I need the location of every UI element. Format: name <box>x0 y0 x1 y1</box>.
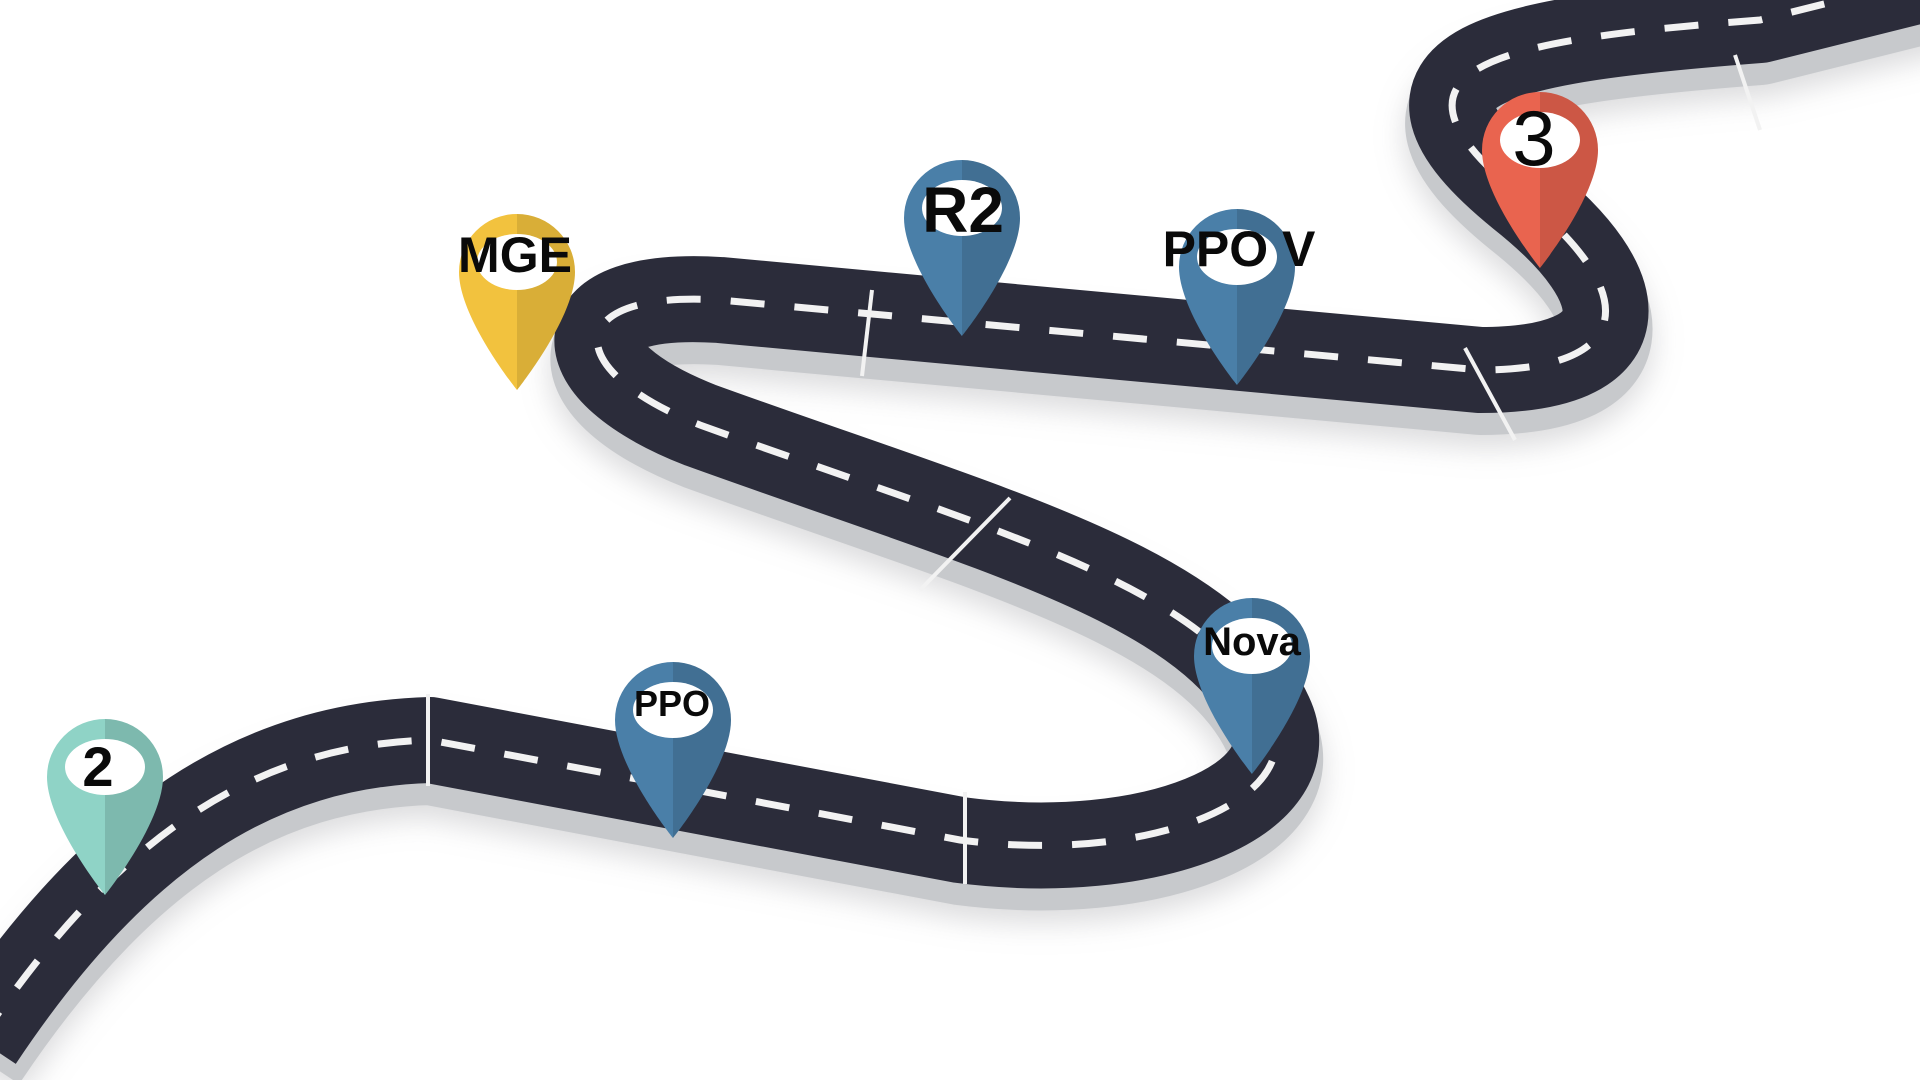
milestone-pin-ppo-v: PPO V <box>1163 205 1315 385</box>
road-segment-dividers <box>426 54 1762 884</box>
segment-divider <box>918 496 1012 592</box>
location-pin-icon <box>1194 597 1310 774</box>
location-pin-icon <box>459 213 575 390</box>
segment-divider <box>860 289 874 377</box>
milestone-label-ppo: PPO <box>633 683 711 724</box>
location-pin-icon <box>904 159 1020 336</box>
milestone-pin-nova: Nova <box>1190 594 1314 774</box>
milestone-label-mge: MGE <box>458 227 572 283</box>
milestone-pin-2: 2 <box>43 715 167 895</box>
location-pin-icon <box>46 718 163 895</box>
milestone-label-ppo-v: PPO V <box>1162 221 1316 277</box>
location-pin-icon <box>615 661 731 838</box>
milestone-label-2: 2 <box>82 735 114 798</box>
location-pin-icon <box>1179 208 1295 385</box>
location-pin-icon <box>1482 91 1598 268</box>
milestone-pin-3: 3 <box>1478 88 1602 268</box>
milestone-label-3: 3 <box>1512 94 1556 182</box>
milestone-pin-ppo: PPO <box>611 658 735 838</box>
milestone-pin-mge: MGE <box>455 210 579 390</box>
milestone-label-nova: Nova <box>1203 620 1301 664</box>
segment-divider <box>1463 347 1517 441</box>
milestone-pin-r2: R2 <box>900 156 1024 336</box>
segment-divider <box>1733 54 1762 131</box>
milestone-label-r2: R2 <box>922 174 1004 246</box>
